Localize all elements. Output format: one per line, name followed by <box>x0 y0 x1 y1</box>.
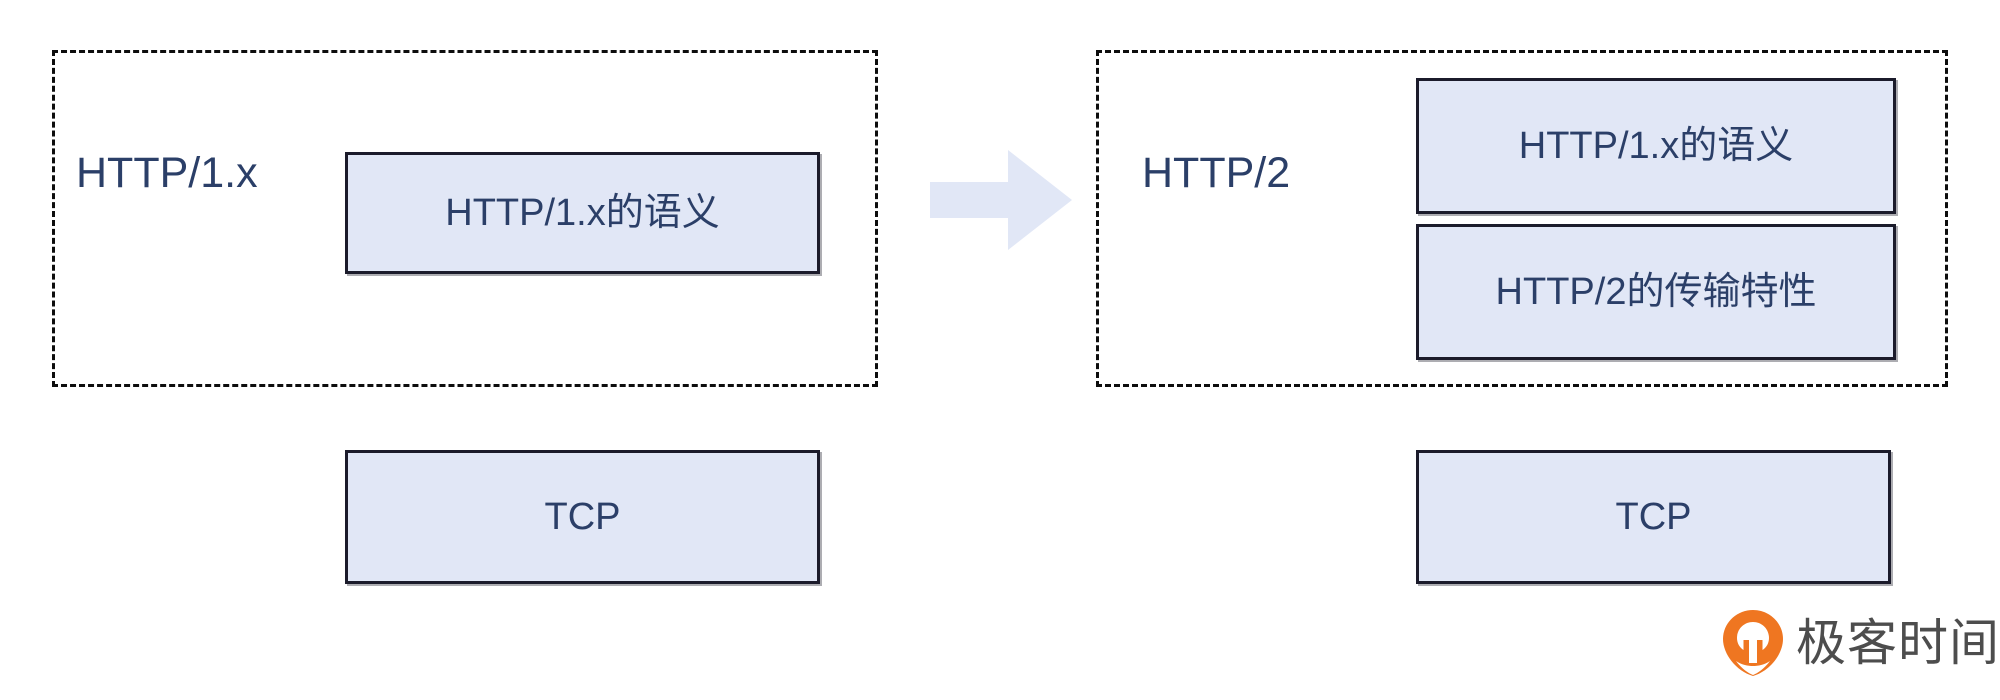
brand-logo: 极客时间 <box>1722 606 2000 680</box>
geektime-pin-icon <box>1723 610 1783 676</box>
brand-wordmark: 极客时间 <box>1796 615 2000 671</box>
http1-semantics-box: HTTP/1.x的语义 <box>345 152 820 274</box>
http1-group-label: HTTP/1.x <box>76 149 258 197</box>
right-tcp-box: TCP <box>1416 450 1891 584</box>
http2-group-label: HTTP/2 <box>1142 149 1291 197</box>
http2-protocol-group <box>1096 50 1948 387</box>
left-tcp-box: TCP <box>345 450 820 584</box>
http2-transport-features-box: HTTP/2的传输特性 <box>1416 224 1896 360</box>
http1-protocol-group <box>52 50 878 387</box>
http2-semantics-box: HTTP/1.x的语义 <box>1416 78 1896 214</box>
arrow-right-icon <box>930 150 1072 250</box>
